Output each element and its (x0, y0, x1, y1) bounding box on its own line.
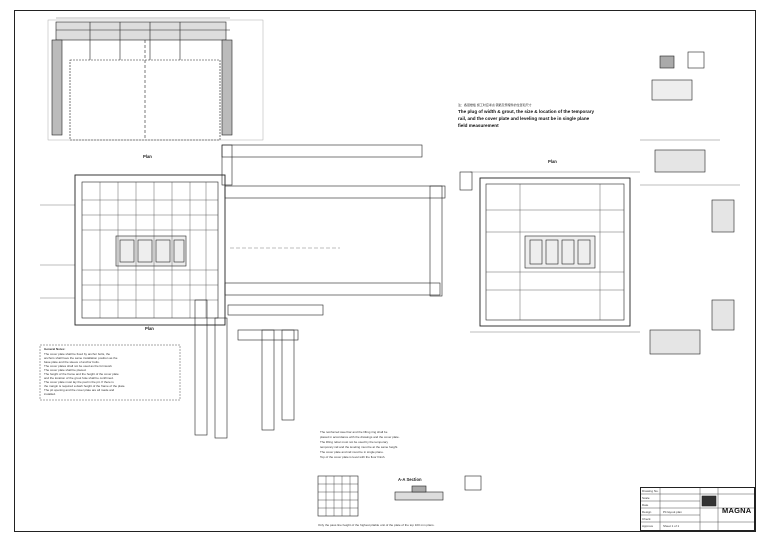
right-note-line-2: rail, and the cover plate and leveling m… (458, 116, 590, 121)
notes-left-line: anchors shall have the same installation… (44, 356, 118, 360)
notes-left-line: The height of the frame and the height o… (44, 372, 119, 376)
detail-label: A-A Section (398, 477, 422, 482)
legend-line: Only the pass line height of the highest… (318, 523, 435, 527)
titleblock-project: Pit layout plan (663, 510, 682, 514)
right-note-cn: 注：各层楼板 施工时应考虑 钢筋及预埋件的位置和尺寸 (458, 103, 532, 107)
notes-middle-line: placed in accordance with the drawings a… (320, 435, 400, 439)
notes-left-heading: General Notes: (44, 347, 66, 351)
notes-left-line: and the location of the grout hole shall… (44, 376, 114, 380)
plan-label-left: Plan (145, 326, 154, 331)
notes-middle-line: Top of the cover plate is level with the… (320, 455, 386, 459)
notes-left-line: base plate and the sleeve of anchor bolt… (44, 360, 100, 364)
titleblock-row: Date (642, 503, 649, 507)
notes-left-line: The cover plates shall not be used as th… (44, 364, 112, 368)
titleblock-sheet: Sheet 1 of 1 (663, 524, 680, 528)
notes-middle-line: temporary rail and the leveling must be … (320, 445, 399, 449)
right-note-line-3: field measurement (458, 123, 499, 128)
notes-left-line: The cover plate shall be fixed by anchor… (44, 352, 111, 356)
plan-label-right: Plan (548, 159, 557, 164)
titleblock-row: Check (642, 517, 651, 521)
titleblock-row: Drawing No. (642, 489, 659, 493)
notes-left-line: The cover plate must lay the pad in the … (44, 380, 114, 384)
title-block (640, 487, 755, 531)
drawing-frame (14, 10, 756, 532)
notes-left-line: The cover plate shall be placed. (44, 368, 87, 372)
brand-logo-text: MAGNA (722, 506, 752, 515)
titleblock-row: Approve (642, 524, 654, 528)
notes-left-line: The pit opening and the cover plate are … (44, 388, 115, 392)
titleblock-row: Design (642, 510, 652, 514)
plan-label-top: Plan (143, 154, 152, 159)
notes-middle-line: The cover plate and rail must be in sing… (320, 450, 384, 454)
notes-left-line: the margin is required a dash height of … (44, 384, 126, 388)
notes-middle-line: The reinforced steel bar and the lifting… (320, 430, 388, 434)
right-note-line-1: The plug of width & grout, the size & lo… (458, 109, 595, 114)
titleblock-row: Scale (642, 496, 650, 500)
notes-left-line: installed. (44, 392, 56, 396)
notes-middle-line: The lifting rebar must not be used by th… (320, 440, 389, 444)
